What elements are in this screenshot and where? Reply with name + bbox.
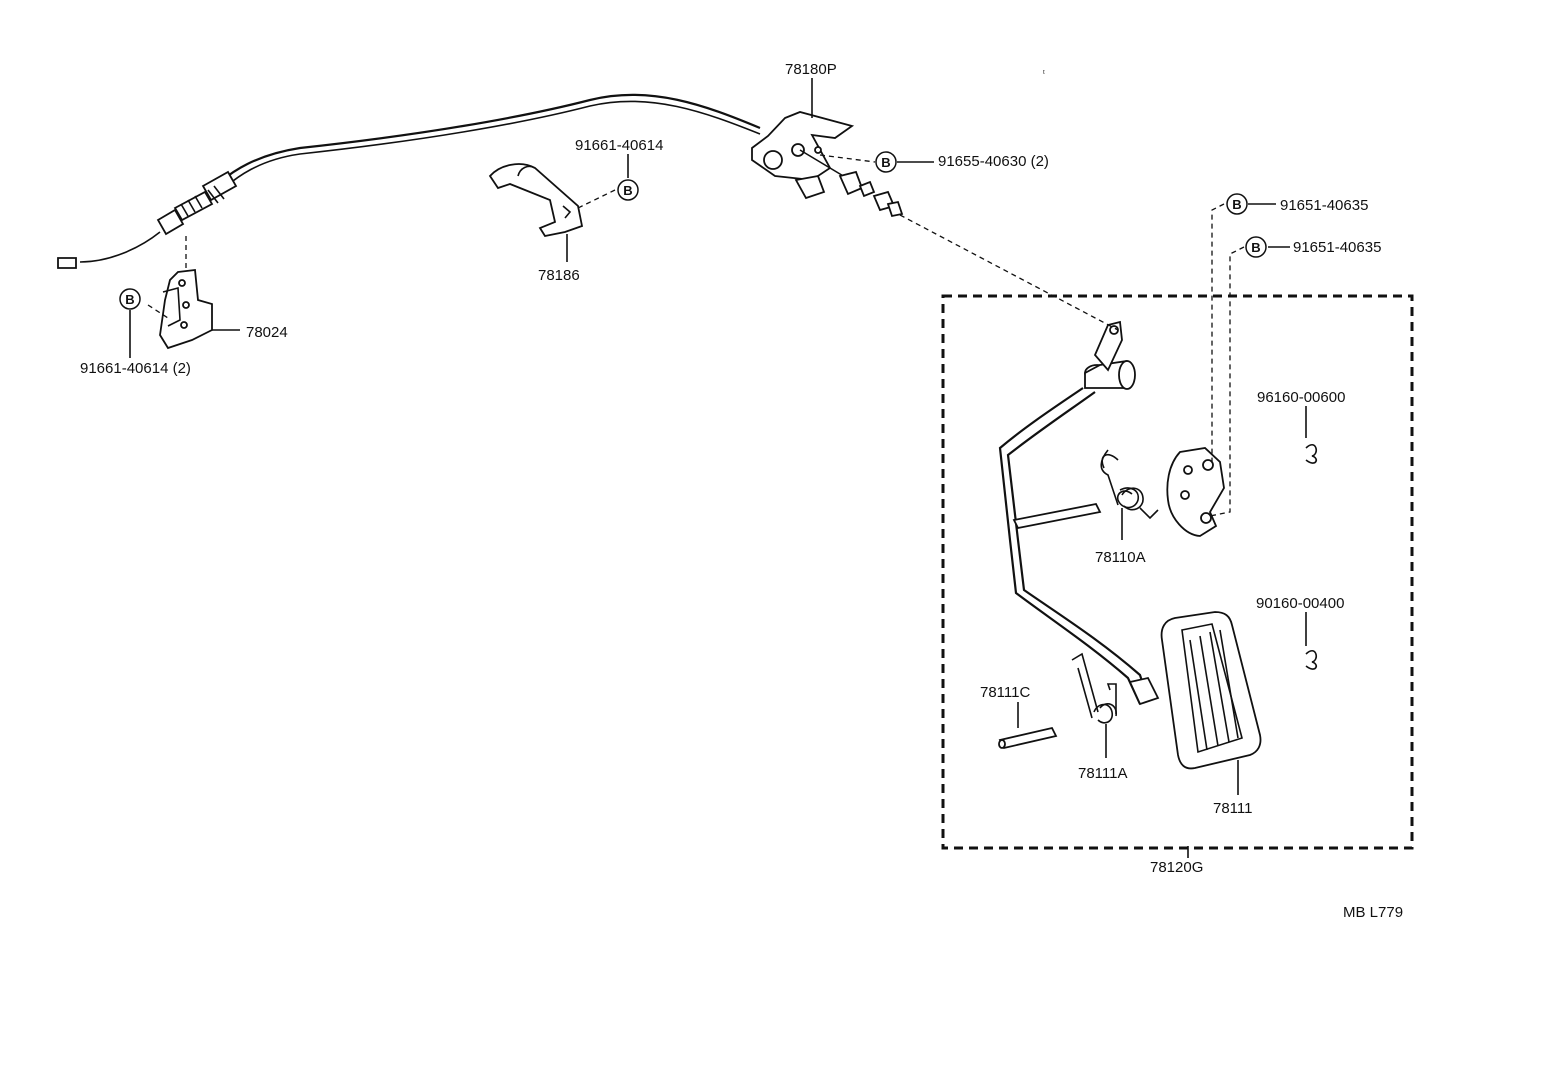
pedal-bracket-plate xyxy=(1166,447,1225,537)
clip-lower xyxy=(1305,649,1318,670)
accelerator-cable xyxy=(57,93,761,269)
label-91661-40614: 91661-40614 xyxy=(575,137,663,154)
svg-text:B: B xyxy=(881,155,890,170)
label-78120G: 78120G xyxy=(1150,859,1203,876)
pedal-assembly-frame xyxy=(941,294,1414,850)
leader-lines xyxy=(129,78,1307,858)
svg-text:B: B xyxy=(125,292,134,307)
clip-upper xyxy=(1305,443,1318,464)
label-78111: 78111 xyxy=(1213,800,1253,817)
bolt-badge-pedal-lower: B xyxy=(1245,236,1267,258)
bolt-badge-pedal-upper: B xyxy=(1226,193,1248,215)
label-78111A: 78111A xyxy=(1078,765,1128,782)
pedal-arm xyxy=(998,320,1160,706)
pad-spring xyxy=(1071,652,1117,724)
svg-text:B: B xyxy=(623,183,632,198)
label-96160-00600: 96160-00600 xyxy=(1257,389,1345,406)
stray-mark: ᵗ xyxy=(1043,68,1045,78)
label-91655-40630: 91655-40630 (2) xyxy=(938,153,1049,170)
label-91651-40635-upper: 91651-40635 xyxy=(1280,197,1368,214)
label-78111C: 78111C xyxy=(980,684,1030,701)
bolt-badge-cable-support: B xyxy=(119,288,141,310)
drawing-code: MB L779 xyxy=(1343,904,1403,921)
label-78024: 78024 xyxy=(246,324,288,341)
label-78110A: 78110A xyxy=(1095,549,1146,566)
svg-text:B: B xyxy=(1251,240,1260,255)
return-spring xyxy=(1100,449,1159,520)
pedal-pad xyxy=(1160,611,1262,770)
label-78186: 78186 xyxy=(538,267,580,284)
pad-pin xyxy=(998,726,1058,750)
cable-end-bracket xyxy=(751,111,904,218)
dashed-relation-lines xyxy=(147,154,1245,517)
label-90160-00400: 90160-00400 xyxy=(1256,595,1344,612)
cable-bracket-78186 xyxy=(488,163,584,238)
label-91661-40614-2: 91661-40614 (2) xyxy=(80,360,191,377)
label-78180P: 78180P xyxy=(785,61,837,78)
label-91651-40635-lower: 91651-40635 xyxy=(1293,239,1381,256)
bolt-badge-cable-bracket: B xyxy=(617,179,639,201)
bolt-badge-cable-end: B xyxy=(875,151,897,173)
cable-support-78024 xyxy=(159,268,213,350)
svg-text:B: B xyxy=(1232,197,1241,212)
